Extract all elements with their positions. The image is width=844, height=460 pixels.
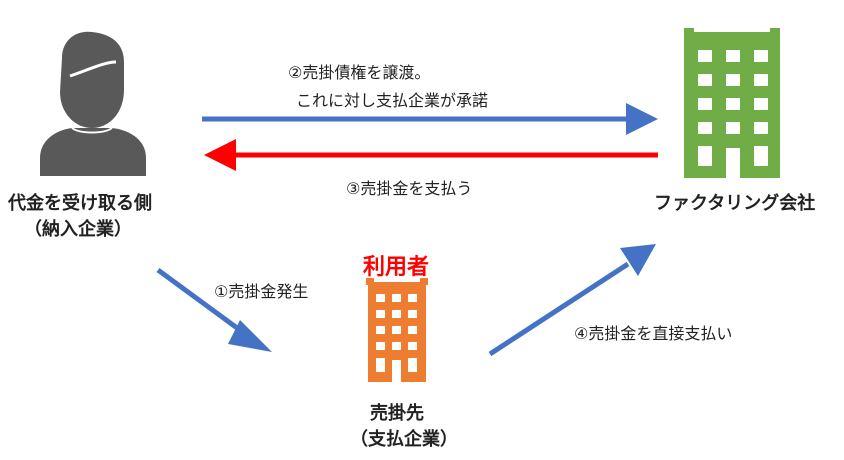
factoring-name: ファクタリング会社	[654, 193, 816, 214]
buyer-sub: （支払企業）	[350, 429, 458, 450]
arrow-step4	[488, 244, 656, 357]
step2-label-line2: これに対し支払企業が承諾	[296, 91, 489, 110]
arrow-step1	[156, 267, 272, 352]
step1-label: ①売掛金発生	[214, 282, 309, 301]
building-icon	[684, 28, 780, 178]
step3-label: ③売掛金を支払う	[346, 179, 473, 198]
buyer-tag: 利用者	[363, 255, 430, 280]
building-icon	[366, 278, 428, 382]
supplier-sub: （納入企業）	[24, 219, 132, 240]
arrow-step3	[204, 139, 658, 171]
step4-label: ④売掛金を直接支払い	[574, 324, 733, 343]
supplier-name: 代金を受け取る側	[8, 193, 152, 214]
person-icon	[40, 31, 146, 176]
buyer-name: 売掛先	[370, 403, 424, 424]
arrow-step2	[202, 103, 658, 135]
step2-label-line1: ②売掛債権を譲渡。	[288, 63, 431, 82]
